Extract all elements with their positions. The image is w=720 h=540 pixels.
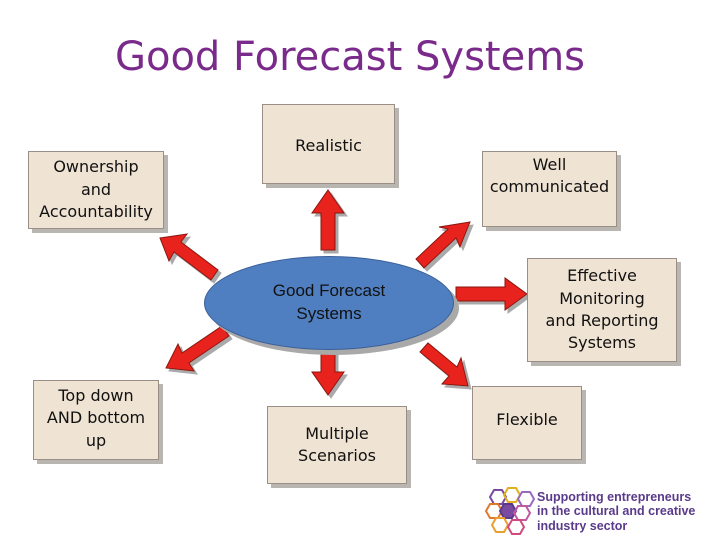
logo-text: Supporting entrepreneurs in the cultural… xyxy=(537,490,696,533)
box-effective-monitoring-label: Effective Monitoring and Reporting Syste… xyxy=(545,266,659,353)
box-top-down-label: Top down AND bottom up xyxy=(46,386,146,450)
arrow-to-effective-monitoring xyxy=(455,277,528,311)
box-ownership: Ownership and Accountability xyxy=(28,151,164,229)
center-label: Good Forecast Systems xyxy=(272,281,386,323)
box-flexible: Flexible xyxy=(472,386,582,460)
box-realistic: Realistic xyxy=(262,104,395,184)
box-realistic-label: Realistic xyxy=(295,136,362,155)
arrow-to-well-communicated xyxy=(415,221,471,269)
arrow-to-top-down xyxy=(165,325,230,372)
arrow-to-multiple-scenarios xyxy=(311,351,345,396)
box-multiple-scenarios: Multiple Scenarios xyxy=(267,406,407,484)
box-well-communicated: Well communicated xyxy=(482,151,617,227)
box-top-down: Top down AND bottom up xyxy=(33,380,159,460)
center-ellipse: Good Forecast Systems xyxy=(204,256,454,350)
logo-hexagons xyxy=(484,487,536,535)
box-multiple-scenarios-label: Multiple Scenarios xyxy=(298,423,376,465)
arrow-to-ownership xyxy=(159,233,219,281)
box-effective-monitoring: Effective Monitoring and Reporting Syste… xyxy=(527,258,677,362)
box-flexible-label: Flexible xyxy=(496,410,558,429)
box-well-communicated-label: Well communicated xyxy=(489,155,610,197)
arrow-to-realistic xyxy=(311,189,345,251)
box-ownership-label: Ownership and Accountability xyxy=(39,157,153,222)
arrow-to-flexible xyxy=(419,342,469,387)
page-title: Good Forecast Systems xyxy=(114,34,586,80)
